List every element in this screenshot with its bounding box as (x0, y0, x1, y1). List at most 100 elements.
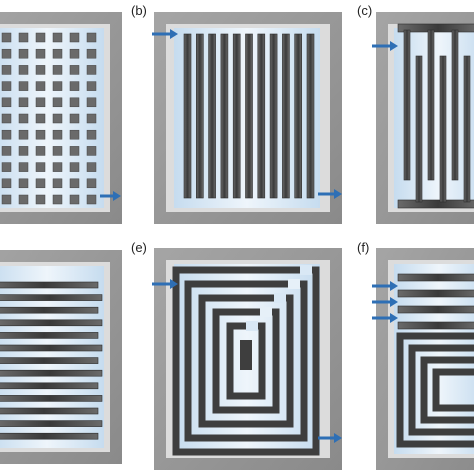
panel-label-b: (b) (131, 3, 147, 18)
pin (18, 113, 29, 124)
pin (18, 48, 29, 59)
pin (86, 129, 97, 140)
rib (397, 289, 474, 298)
spiral-wall (432, 368, 474, 412)
panel-label-e: (e) (131, 240, 147, 255)
panel-f-multi-spiral (372, 248, 474, 470)
rib (0, 432, 99, 440)
rib (451, 29, 459, 181)
rib (257, 33, 266, 199)
pin (18, 194, 29, 205)
rib (0, 407, 99, 415)
pin (18, 178, 29, 189)
flow-arrow-head (390, 297, 398, 307)
pin (35, 48, 46, 59)
pin (86, 113, 97, 124)
pin (86, 32, 97, 43)
spiral-wall (420, 356, 474, 424)
pin (69, 32, 80, 43)
flow-arrow-head (170, 29, 178, 39)
spiral-core (240, 340, 252, 370)
pin (35, 97, 46, 108)
panel-label-f: (f) (357, 240, 370, 255)
rib (196, 33, 204, 199)
spiral-wall (172, 266, 320, 456)
rib (0, 281, 99, 289)
rib (0, 382, 99, 390)
pin (18, 162, 29, 172)
spiral-gap (288, 279, 300, 289)
rib (269, 33, 278, 199)
pin (1, 48, 12, 59)
pin (1, 162, 12, 172)
spiral-gap (300, 265, 312, 275)
rib (183, 33, 192, 199)
pin (86, 146, 97, 156)
rib (403, 29, 411, 181)
pin (69, 81, 80, 91)
rib (0, 420, 103, 427)
pin (86, 65, 97, 75)
pin (86, 48, 97, 59)
pin (86, 162, 97, 172)
pin (18, 129, 29, 140)
rib (0, 319, 103, 327)
panel-d-multi-serpentine (0, 250, 122, 464)
pin (18, 146, 29, 156)
pin (69, 65, 80, 75)
rib (0, 357, 99, 364)
rib (294, 33, 303, 199)
rib (427, 29, 435, 181)
pin (52, 178, 63, 189)
flow-arrow-head (334, 433, 342, 443)
rib (0, 369, 103, 377)
spiral-gap (246, 321, 258, 331)
spiral-gap (274, 293, 286, 303)
flow-arrow-head (390, 313, 398, 323)
pin (69, 178, 80, 189)
pin (35, 146, 46, 156)
rib (397, 305, 474, 314)
rib (0, 294, 103, 301)
pin (86, 81, 97, 91)
rib (0, 344, 103, 352)
pin (69, 48, 80, 59)
rib (463, 55, 471, 203)
pin (18, 65, 29, 75)
rib (439, 55, 447, 203)
pin (1, 146, 12, 156)
pin (69, 97, 80, 108)
flow-arrow-head (113, 191, 121, 201)
pin (35, 113, 46, 124)
pin (69, 162, 80, 172)
pin (35, 162, 46, 172)
rib (397, 23, 474, 33)
pin (18, 81, 29, 91)
panel-a-pin-type (0, 12, 122, 224)
pin (1, 32, 12, 43)
rib (0, 332, 99, 339)
pin (18, 32, 29, 43)
pin (52, 194, 63, 205)
panel-e-spiral (152, 248, 342, 470)
pin (69, 129, 80, 140)
rib (0, 306, 99, 314)
pin (69, 194, 80, 205)
pin (86, 178, 97, 189)
spiral-wall (212, 308, 280, 414)
panel-c-interdigitated (372, 12, 474, 224)
rib (397, 321, 474, 330)
rib (306, 33, 315, 199)
pin (69, 113, 80, 124)
pin (18, 97, 29, 108)
rib (415, 55, 423, 203)
panel-label-c: (c) (357, 3, 373, 18)
pin (35, 194, 46, 205)
pin (52, 129, 63, 140)
pin (1, 194, 12, 205)
pin (52, 113, 63, 124)
pin (1, 97, 12, 108)
rib (232, 33, 241, 199)
pin (69, 146, 80, 156)
